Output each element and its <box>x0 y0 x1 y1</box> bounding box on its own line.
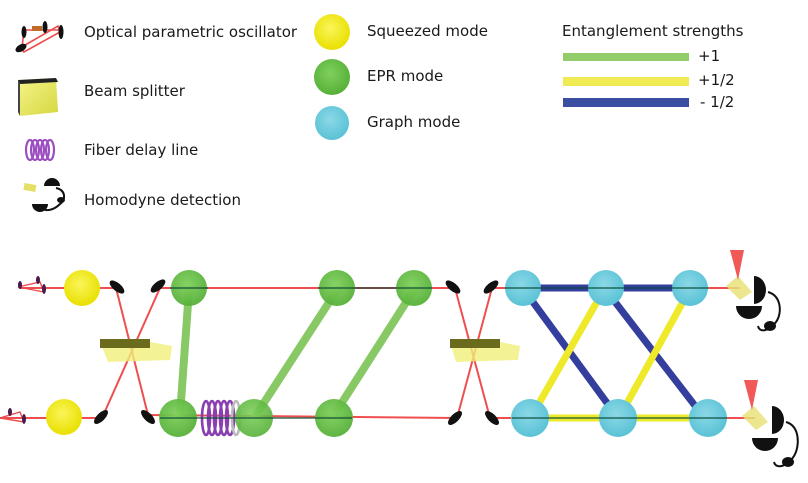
graph-mode-legend-sphere <box>315 106 349 140</box>
legend-label-fiber-delay-line: Fiber delay line <box>84 141 199 159</box>
squeezed-mode-legend-sphere <box>314 14 350 50</box>
entanglement-bar-minus-half <box>563 98 689 107</box>
homodyne-detection-icon <box>23 178 66 212</box>
squeezed-mode-sphere <box>64 270 100 306</box>
beam-core-lines <box>160 287 727 419</box>
graph-spheres <box>505 270 727 437</box>
epr-edges <box>176 286 418 419</box>
graph-edges <box>522 284 708 422</box>
legend-label-squeezed-mode: Squeezed mode <box>367 22 488 40</box>
entanglement-title: Entanglement strengths <box>562 22 744 40</box>
legend-label-graph-mode: Graph mode <box>367 113 461 131</box>
homodyne-detector-top <box>726 250 781 332</box>
homodyne-detector-bottom <box>742 380 799 468</box>
opo-diagram-top <box>17 276 46 294</box>
entanglement-bar-plus-one <box>563 53 689 61</box>
fiber-delay-line-icon <box>24 138 56 162</box>
entanglement-bar-plus-half <box>563 77 689 86</box>
legend-label-homodyne-detection: Homodyne detection <box>84 191 241 209</box>
legend-label-opo: Optical parametric oscillator <box>84 23 298 41</box>
squeezed-mode-sphere <box>46 399 82 435</box>
entanglement-label-plus-half: +1/2 <box>698 71 735 89</box>
entanglement-label-minus-half: - 1/2 <box>700 93 735 111</box>
entanglement-label-plus-one: +1 <box>698 47 721 65</box>
beam-splitter-1 <box>100 339 172 362</box>
beam-splitter-2 <box>450 339 520 362</box>
opo-icon <box>15 21 64 53</box>
legend-label-epr-mode: EPR mode <box>367 67 444 85</box>
opo-diagram-bottom <box>0 408 26 424</box>
mirrors <box>94 279 499 425</box>
beam-splitter-icon <box>18 78 58 116</box>
legend-label-beam-splitter: Beam splitter <box>84 82 185 100</box>
epr-mode-legend-sphere <box>314 59 350 95</box>
